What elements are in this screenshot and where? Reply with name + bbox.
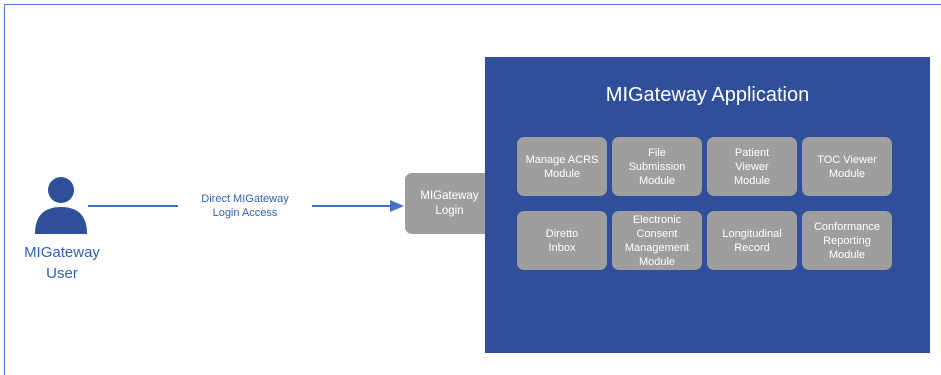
connection-label: Direct MIGateway Login Access	[178, 192, 312, 220]
user-label-line: User	[46, 265, 78, 282]
module-line: Record	[734, 241, 770, 254]
connection-label-line: Direct MIGateway	[201, 193, 289, 205]
module-line: Inbox	[548, 241, 576, 254]
module-line: Conformance	[813, 220, 881, 233]
user-label: MIGateway User	[14, 242, 110, 284]
module-longitudinal-record: Longitudinal Record	[707, 211, 797, 270]
module-line: Module	[733, 174, 771, 187]
connection-label-line: Login Access	[212, 207, 278, 219]
module-file-submission: File Submission Module	[612, 137, 702, 196]
module-line: Reporting	[823, 234, 871, 247]
module-line: Module	[543, 167, 581, 180]
module-line: Consent	[636, 227, 678, 240]
module-line: Longitudinal	[722, 227, 782, 240]
user-label-line: MIGateway	[24, 244, 100, 261]
person-icon	[35, 177, 87, 234]
module-line: Module	[828, 248, 866, 261]
module-manage-acrs: Manage ACRS Module	[517, 137, 607, 196]
module-patient-viewer: Patient Viewer Module	[707, 137, 797, 196]
module-electronic-consent: Electronic Consent Management Module	[612, 211, 702, 270]
module-line: Submission	[628, 160, 686, 173]
module-line: Manage ACRS	[525, 153, 599, 166]
login-box: MIGateway Login	[405, 173, 494, 234]
module-conformance-reporting: Conformance Reporting Module	[802, 211, 892, 270]
module-line: Module	[638, 255, 676, 268]
module-line: Module	[638, 174, 676, 187]
module-line: Patient	[734, 146, 770, 159]
module-line: Management	[624, 241, 690, 254]
module-line: TOC Viewer	[817, 153, 877, 166]
login-box-line: Login	[435, 204, 464, 217]
module-toc-viewer: TOC Viewer Module	[802, 137, 892, 196]
module-line: File	[648, 146, 666, 159]
module-diretto-inbox: Diretto Inbox	[517, 211, 607, 270]
module-line: Electronic	[632, 213, 682, 226]
application-panel: MIGateway Application Manage ACRS Module…	[485, 57, 930, 353]
login-box-line: MIGateway	[420, 189, 479, 202]
module-line: Viewer	[735, 160, 769, 173]
diagram-frame	[4, 4, 941, 375]
module-line: Module	[828, 167, 866, 180]
application-title: MIGateway Application	[605, 84, 810, 106]
module-line: Diretto	[545, 227, 579, 240]
